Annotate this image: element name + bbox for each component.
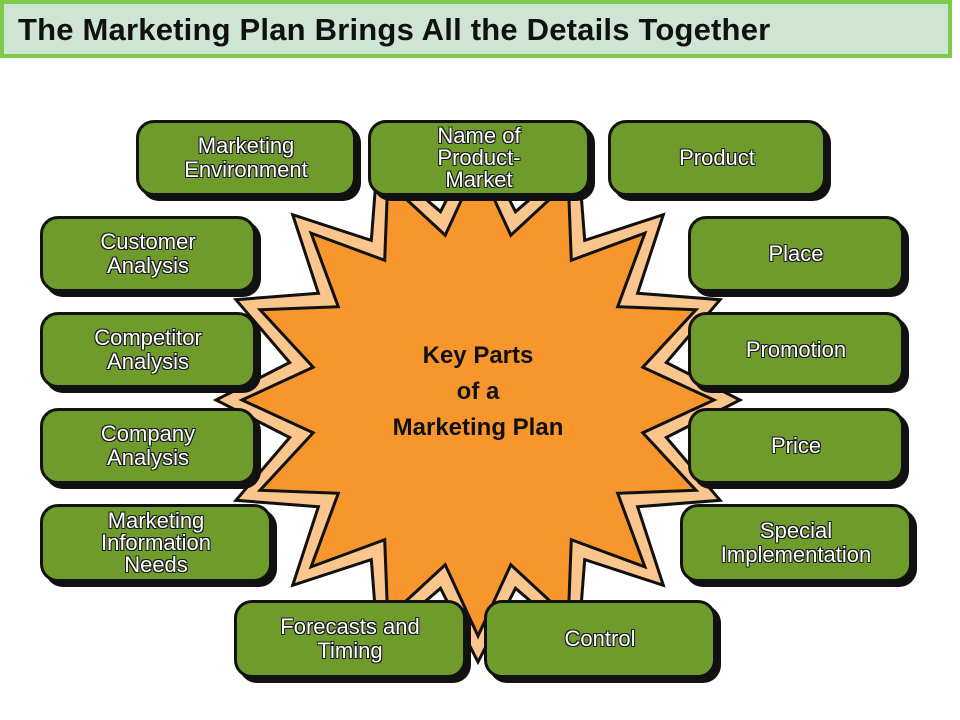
box-label: Promotion: [745, 337, 847, 362]
box-label: Company Analysis: [100, 421, 196, 470]
title-bar: The Marketing Plan Brings All the Detail…: [0, 0, 952, 58]
box-price: Price: [688, 408, 904, 484]
box-label: Special Implementation: [720, 518, 872, 567]
box-forecasts-and-timing: Forecasts and Timing: [234, 600, 466, 678]
box-company-analysis: Company Analysis: [40, 408, 256, 484]
center-label-line-2: of a: [456, 378, 500, 405]
box-label: Marketing Environment: [184, 133, 308, 182]
box-label: Competitor Analysis: [94, 325, 202, 374]
box-competitor-analysis: Competitor Analysis: [40, 312, 256, 388]
box-label: Marketing Information Needs: [100, 508, 212, 577]
box-name-of-product-market: Name of Product- Market: [368, 120, 590, 196]
box-place: Place: [688, 216, 904, 292]
box-control: Control: [484, 600, 716, 678]
starburst-core: [238, 160, 718, 640]
box-label: Customer Analysis: [100, 229, 196, 278]
box-customer-analysis: Customer Analysis: [40, 216, 256, 292]
center-label: Key Parts of a Marketing Plan: [350, 338, 606, 446]
box-label: Control: [564, 626, 636, 651]
box-label: Place: [768, 241, 824, 266]
page-title: The Marketing Plan Brings All the Detail…: [18, 12, 771, 47]
center-label-line-3: Marketing Plan: [392, 414, 564, 441]
box-promotion: Promotion: [688, 312, 904, 388]
box-marketing-environment: Marketing Environment: [136, 120, 356, 196]
box-product: Product: [608, 120, 826, 196]
box-label: Name of Product- Market: [437, 123, 521, 192]
box-label: Price: [770, 433, 822, 458]
box-label: Forecasts and Timing: [280, 614, 420, 663]
box-special-implementation: Special Implementation: [680, 504, 912, 582]
center-label-line-1: Key Parts: [422, 342, 534, 369]
box-label: Product: [679, 145, 755, 170]
box-marketing-information-needs: Marketing Information Needs: [40, 504, 272, 582]
